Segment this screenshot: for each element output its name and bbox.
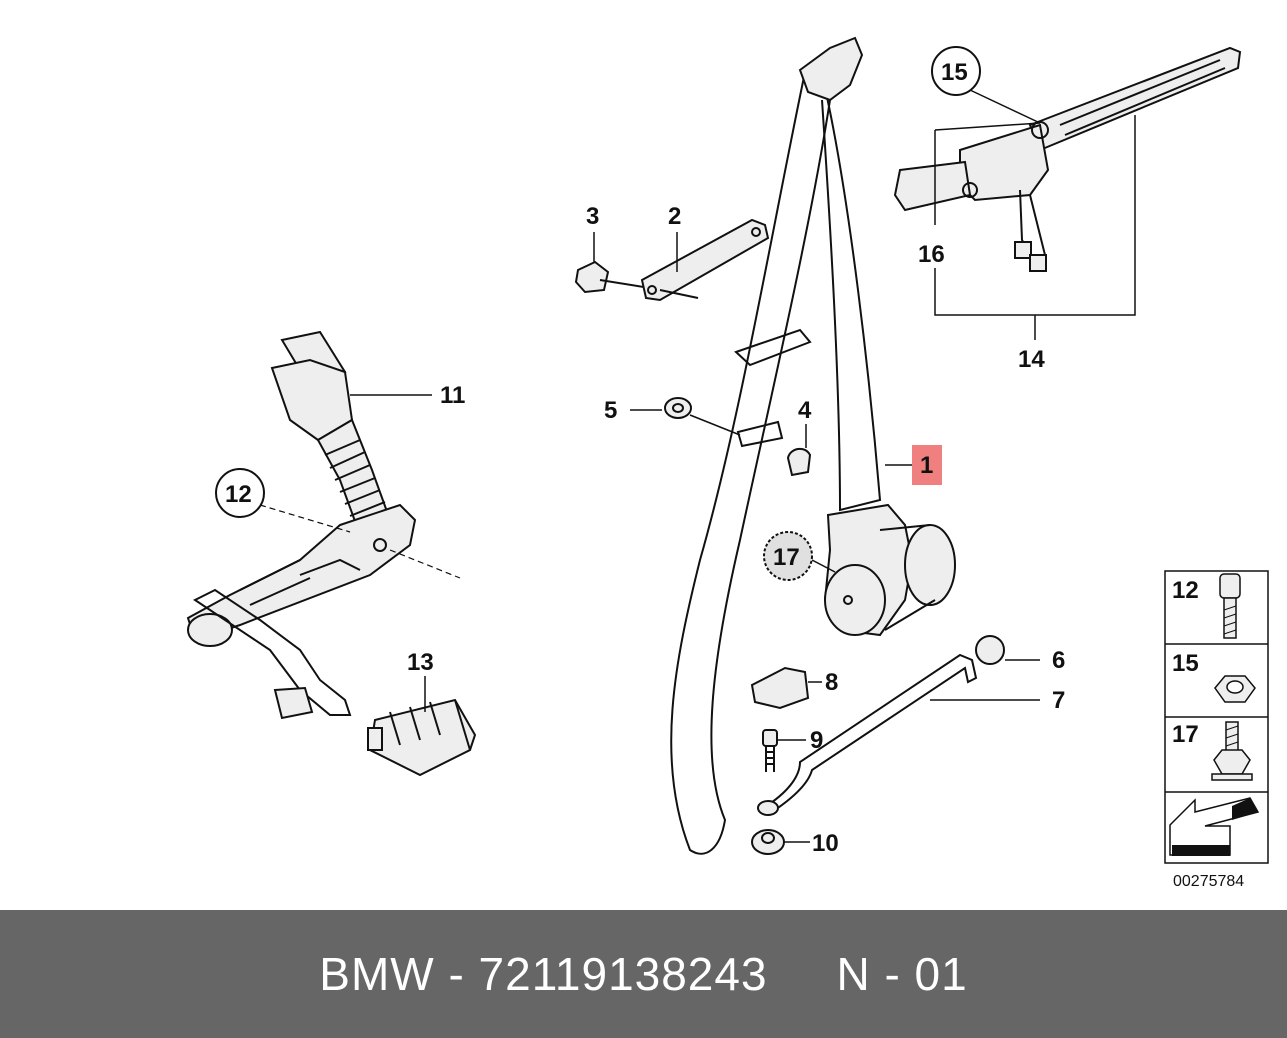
label-11: 11 xyxy=(440,382,465,409)
bolt-bracket xyxy=(574,218,770,302)
label-6: 6 xyxy=(1052,647,1065,674)
label-9: 9 xyxy=(810,727,823,754)
label-circle-12 xyxy=(215,468,265,518)
height-adjuster xyxy=(893,46,1242,272)
diagram-id: 00275784 xyxy=(1173,873,1244,890)
label-14: 14 xyxy=(1018,346,1045,373)
label-16: 16 xyxy=(918,241,945,268)
buckle-assembly xyxy=(186,330,417,720)
legend-label-12: 12 xyxy=(1172,577,1199,604)
small-parts xyxy=(750,666,810,855)
label-circle-15 xyxy=(931,46,981,96)
label-circle-17 xyxy=(763,531,813,581)
highlight-box xyxy=(912,445,942,485)
legend-nut-15 xyxy=(1214,675,1256,703)
label-10: 10 xyxy=(812,830,839,857)
parts-diagram: 1 2 3 4 5 6 7 8 9 10 11 12 13 14 15 16 1… xyxy=(186,36,1269,890)
label-3: 3 xyxy=(586,203,599,230)
footer-bar: BMW - 72119138243 N - 01 xyxy=(0,910,1287,1038)
label-13: 13 xyxy=(407,649,434,676)
label-5: 5 xyxy=(604,397,617,424)
label-1: 1 xyxy=(920,452,933,479)
label-15: 15 xyxy=(941,59,968,86)
label-12: 12 xyxy=(225,481,252,508)
label-7: 7 xyxy=(1052,687,1065,714)
connector-13 xyxy=(367,698,477,777)
rod-grommet xyxy=(757,635,1005,816)
legend-bolt-12 xyxy=(1219,573,1241,639)
label-2: 2 xyxy=(668,203,681,230)
legend-label-17: 17 xyxy=(1172,721,1199,748)
footer-part-number: BMW - 72119138243 N - 01 xyxy=(319,948,968,1000)
legend-bolt-17 xyxy=(1211,721,1253,781)
seat-belt xyxy=(670,36,882,855)
washer-cap xyxy=(664,397,812,477)
retractor xyxy=(823,503,956,637)
legend-label-15: 15 xyxy=(1172,650,1199,677)
direction-arrow-icon xyxy=(1169,797,1260,856)
label-8: 8 xyxy=(825,669,838,696)
label-17: 17 xyxy=(773,544,800,571)
label-4: 4 xyxy=(798,397,812,424)
